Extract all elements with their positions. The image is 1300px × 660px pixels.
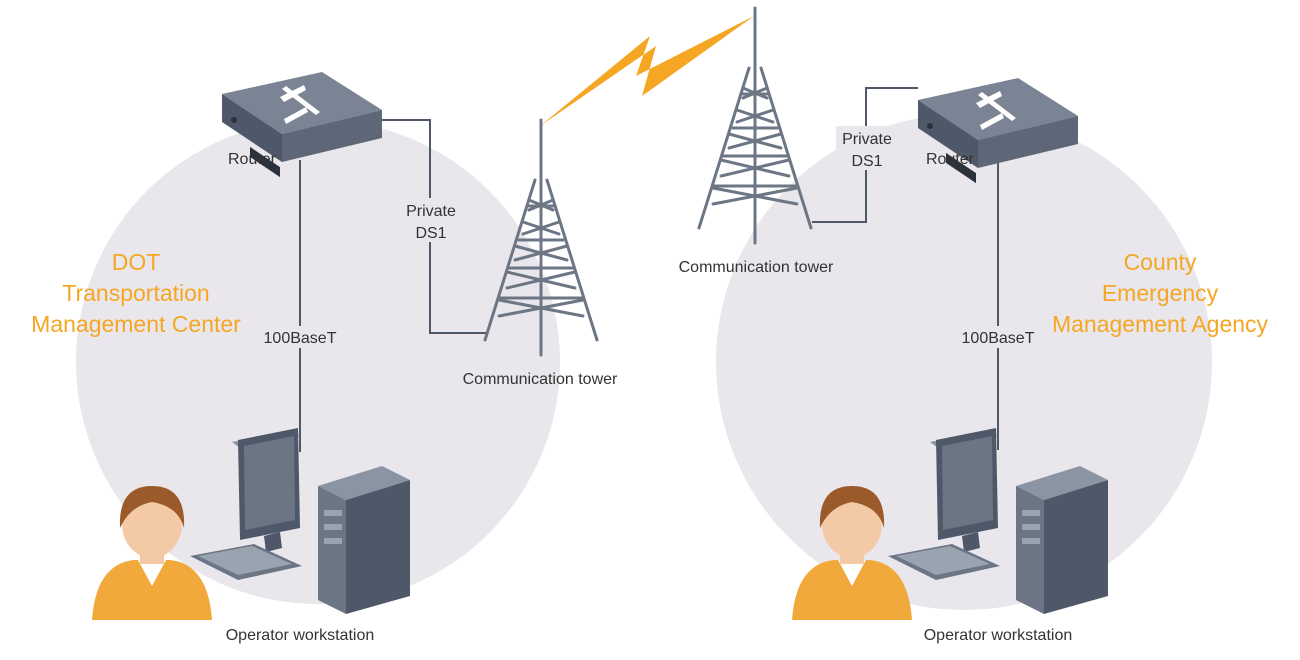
right-site-title-line-3: Management Agency bbox=[1052, 311, 1269, 337]
right-100baset-label: 100BaseT bbox=[962, 330, 1035, 347]
right-ds1-label-line-1: Private bbox=[842, 131, 892, 148]
left-ds1-label-bg bbox=[400, 198, 462, 242]
left-100baset-label: 100BaseT bbox=[264, 330, 337, 347]
left-router-label: Router bbox=[228, 151, 277, 168]
right-router-label: Router bbox=[926, 151, 975, 168]
left-site-title-line-3: Management Center bbox=[31, 311, 241, 337]
left-ds1-label-line-1: Private bbox=[406, 203, 456, 220]
left-site-title-line-1: DOT bbox=[112, 249, 161, 275]
right-100baset-label-bg bbox=[956, 326, 1042, 348]
left-ds1-label-line-2: DS1 bbox=[415, 225, 446, 242]
right-ds1-label-line-2: DS1 bbox=[851, 153, 882, 170]
lightning-bolt-icon bbox=[540, 16, 754, 126]
left-100baset-label-bg bbox=[258, 326, 344, 348]
right-tower-label: Communication tower bbox=[679, 259, 834, 276]
right-workstation-label: Operator workstation bbox=[924, 627, 1073, 644]
left-tower-label: Communication tower bbox=[463, 371, 618, 388]
left-workstation-label: Operator workstation bbox=[226, 627, 375, 644]
right-site-title-line-2: Emergency bbox=[1102, 280, 1219, 306]
right-ds1-label-bg bbox=[836, 126, 898, 170]
right-site-title-line-1: County bbox=[1124, 249, 1197, 275]
left-site-title-line-2: Transportation bbox=[62, 280, 209, 306]
